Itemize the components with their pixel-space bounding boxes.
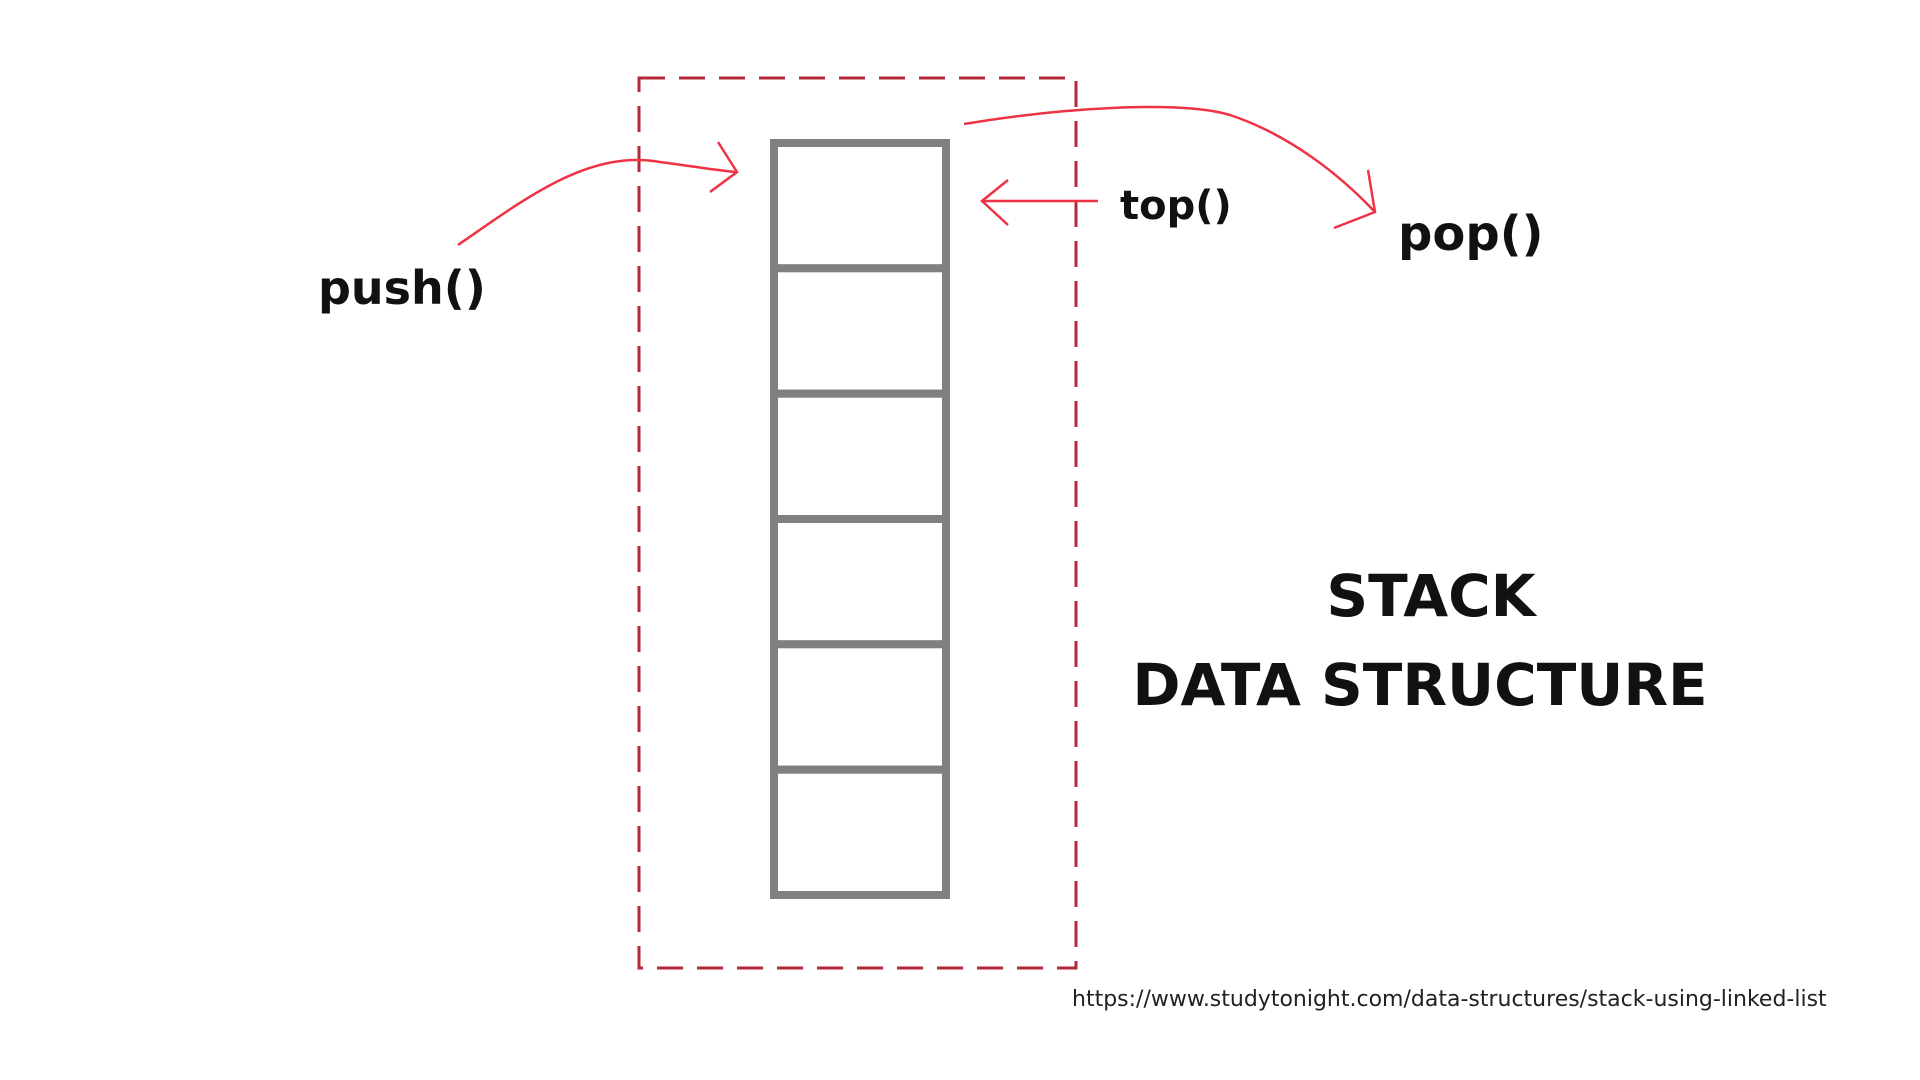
source-url: https://www.studytonight.com/data-struct… bbox=[1072, 987, 1827, 1012]
stack-cell bbox=[770, 515, 950, 649]
pop-label: pop() bbox=[1398, 206, 1544, 262]
push-arrow bbox=[457, 141, 739, 247]
push-label: push() bbox=[318, 261, 486, 315]
top-label: top() bbox=[1120, 183, 1232, 229]
pop-arrow-curve bbox=[963, 105, 1376, 213]
top-arrow bbox=[980, 179, 1098, 226]
diagram-title-line2: DATA STRUCTURE bbox=[1132, 651, 1707, 719]
stack-cells bbox=[770, 139, 950, 900]
top-arrowhead bbox=[980, 179, 1009, 226]
stack-cell bbox=[770, 389, 950, 524]
push-arrow-curve bbox=[457, 158, 736, 247]
dashed-container bbox=[637, 76, 1078, 970]
stack-cell bbox=[770, 139, 950, 273]
pop-arrow bbox=[963, 105, 1377, 230]
pop-arrowhead bbox=[1333, 169, 1377, 230]
stack-cell bbox=[770, 264, 950, 398]
stack-cell bbox=[770, 640, 950, 774]
push-arrowhead bbox=[709, 141, 739, 194]
stack-cell bbox=[770, 765, 950, 900]
diagram-title-line1: STACK bbox=[1326, 562, 1537, 630]
